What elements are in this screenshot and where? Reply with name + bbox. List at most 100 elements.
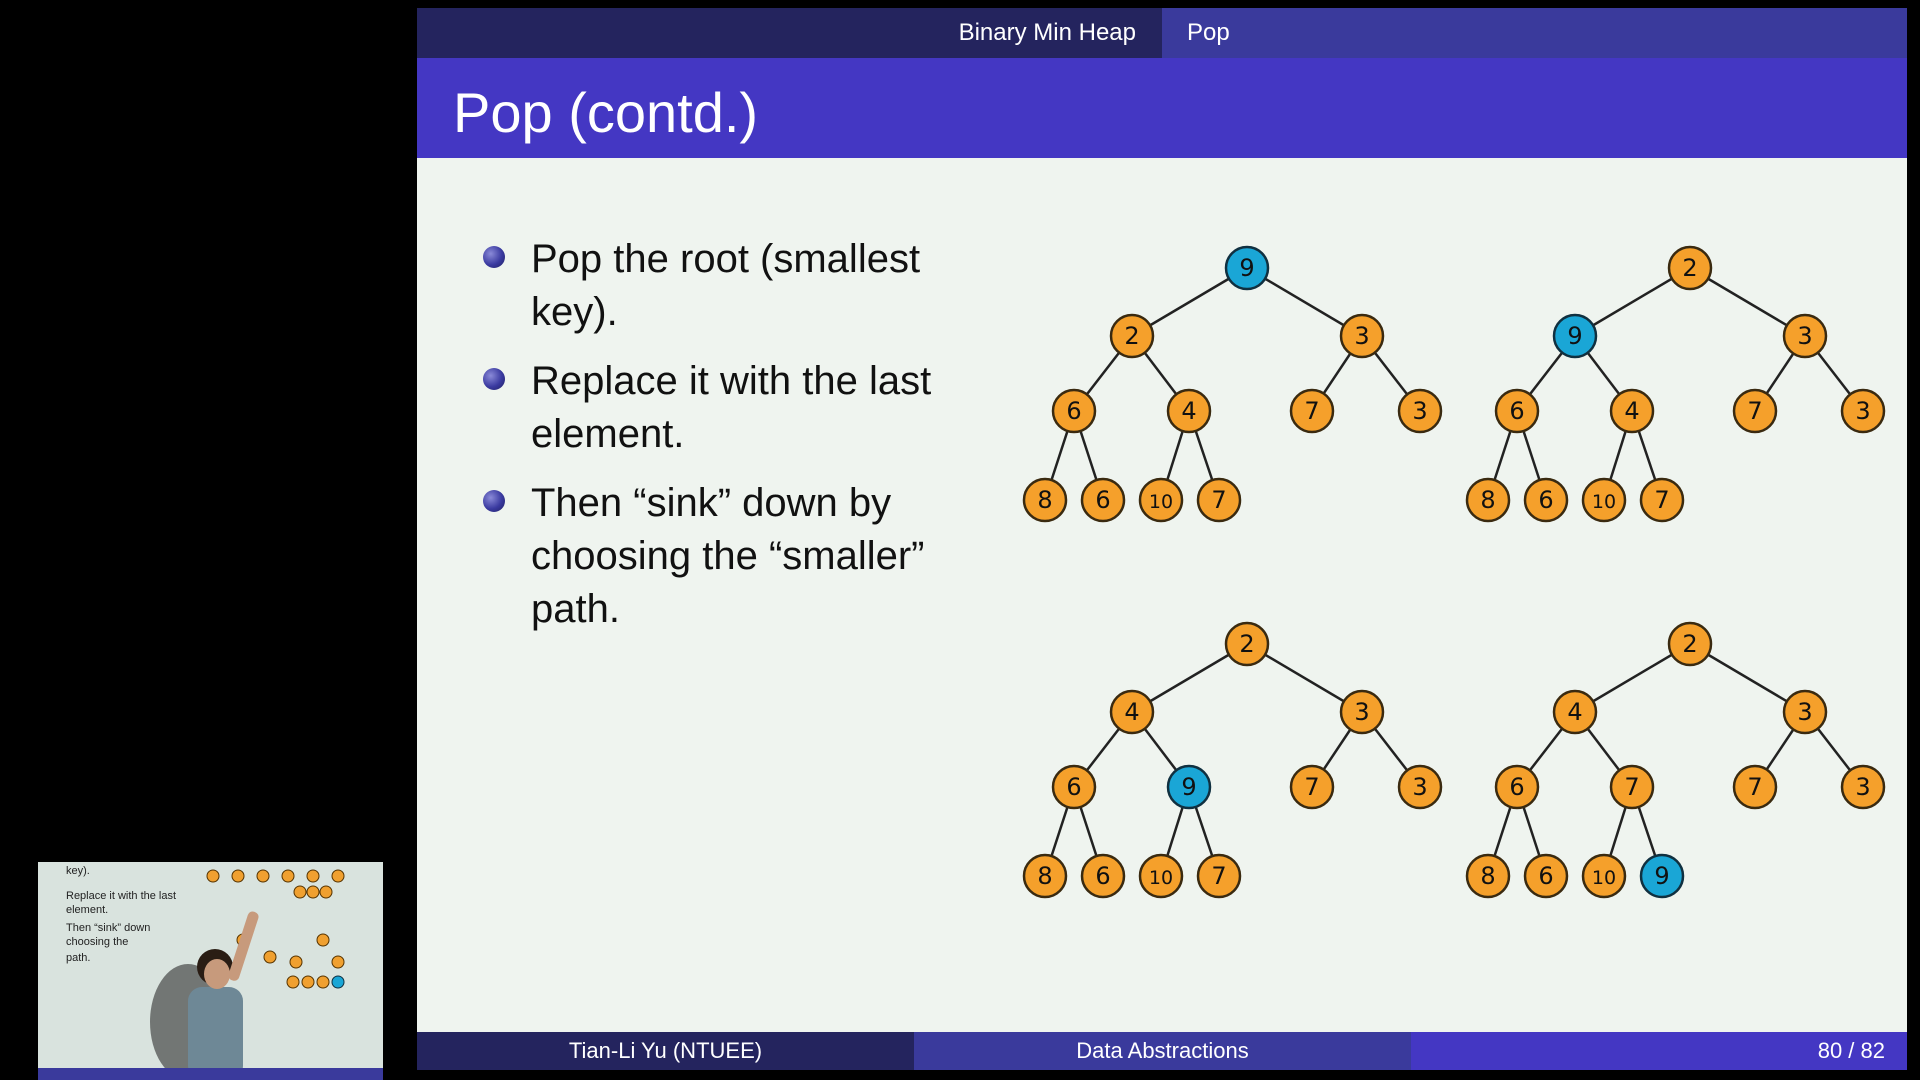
heap-node: 2 [1224,621,1270,667]
heap-node-circle [1581,477,1627,523]
heap-node: 3 [1782,689,1828,735]
bullet-dot-icon [483,368,505,390]
heap-edge [1689,642,1806,714]
heap-node-label: 8 [1037,486,1052,514]
heap-node: 3 [1840,764,1886,810]
heap-node-label: 2 [1124,322,1139,350]
heap-node-label: 6 [1509,773,1524,801]
heap-node-label: 6 [1538,862,1553,890]
heap-node: 8 [1465,477,1511,523]
nav-bar-left [417,8,1162,58]
heap-node: 6 [1523,477,1569,523]
heap-node: 4 [1609,388,1655,434]
heap-node-circle [1022,853,1068,899]
heap-node-circle [1840,388,1886,434]
heap-node-circle [1138,477,1184,523]
heap-node-label: 7 [1304,773,1319,801]
bullet-text: Then “sink” down by choosing the “smalle… [531,481,925,631]
heap-node: 4 [1552,689,1598,735]
heap-node-highlighted: 9 [1224,245,1270,291]
heap-node-circle [1667,621,1713,667]
heap-node-circle [1782,313,1828,359]
heap-node-label: 3 [1354,698,1369,726]
heap-node: 4 [1109,689,1155,735]
heap-node-label: 3 [1412,773,1427,801]
heap-node: 3 [1397,764,1443,810]
heap-node: 3 [1397,388,1443,434]
footer-author: Tian-Li Yu (NTUEE) [417,1032,914,1070]
heap-node-circle [1494,764,1540,810]
heap-node-label: 8 [1037,862,1052,890]
heap-node: 3 [1782,313,1828,359]
heap-node: 7 [1609,764,1655,810]
heap-edge [1131,266,1248,338]
slide: Binary Min Heap Pop Pop (contd.) Pop the… [417,8,1907,1070]
heap-node: 4 [1166,388,1212,434]
heap-node: 7 [1732,764,1778,810]
heap-node-label: 6 [1095,862,1110,890]
heap-node-circle [1109,313,1155,359]
heap-node-label: 8 [1480,862,1495,890]
heap-node-label: 6 [1509,397,1524,425]
pip-line: element. [66,904,109,916]
heap-node: 6 [1494,764,1540,810]
heap-node-label: 3 [1797,698,1812,726]
heap-node-label: 6 [1066,773,1081,801]
bullet-dot-icon [483,490,505,512]
heap-node: 2 [1667,245,1713,291]
heap-node-highlighted: 9 [1166,764,1212,810]
presenter-video: key). Replace it with the last element. … [38,862,383,1080]
heap-node-label: 6 [1095,486,1110,514]
heap-node-circle [1339,313,1385,359]
heap-node: 7 [1196,477,1242,523]
heap-node: 10 [1138,853,1184,899]
heap-node-circle [1289,764,1335,810]
heap-edge [1131,642,1248,714]
heap-node-label: 9 [1654,862,1669,890]
heap-node: 10 [1138,477,1184,523]
heap-node-circle [1732,764,1778,810]
heap-edge [1574,266,1691,338]
heap-node-label: 2 [1682,254,1697,282]
heap-node: 3 [1339,689,1385,735]
slide-title: Pop (contd.) [453,81,759,144]
heap-node-circle [1552,689,1598,735]
heap-node-label: 6 [1538,486,1553,514]
heap-node-circle [1523,853,1569,899]
heap-node-circle [1080,477,1126,523]
heap-node-circle [1022,477,1068,523]
heap-node-label: 3 [1412,397,1427,425]
pip-line: key). [66,865,90,877]
heap-node-label: 3 [1797,322,1812,350]
heap-node: 10 [1581,477,1627,523]
heap-edge [1246,642,1363,714]
bullet-list: Pop the root (smallest key). Replace it … [483,233,1003,652]
pip-line: Then “sink” down [66,922,151,934]
nav-section-label[interactable]: Binary Min Heap [958,19,1136,46]
heap-node-label: 9 [1567,322,1582,350]
heap-node: 6 [1523,853,1569,899]
heap-node: 6 [1080,853,1126,899]
nav-subsection-label[interactable]: Pop [1187,19,1230,46]
heap-node: 3 [1339,313,1385,359]
bullet-text: Pop the root (smallest key). [531,237,921,334]
heap-edge [1689,266,1806,338]
heap-node: 6 [1080,477,1126,523]
heap-node-highlighted: 9 [1639,853,1685,899]
footer-course: Data Abstractions [914,1032,1411,1070]
heap-node-label: 10 [1149,867,1173,889]
heap-node-label: 2 [1682,630,1697,658]
heap-node-circle [1196,853,1242,899]
heap-node-circle [1339,689,1385,735]
heap-node-label: 7 [1747,397,1762,425]
heap-node-circle [1289,388,1335,434]
heap-node-label: 3 [1855,397,1870,425]
heap-node-circle [1609,764,1655,810]
footer-page-wrap: 80 / 82 [1411,1032,1907,1070]
heap-node-circle [1552,313,1598,359]
heap-node: 8 [1022,477,1068,523]
pip-line: Replace it with the last [66,890,177,902]
heap-node-circle [1051,388,1097,434]
heap-node-circle [1523,477,1569,523]
